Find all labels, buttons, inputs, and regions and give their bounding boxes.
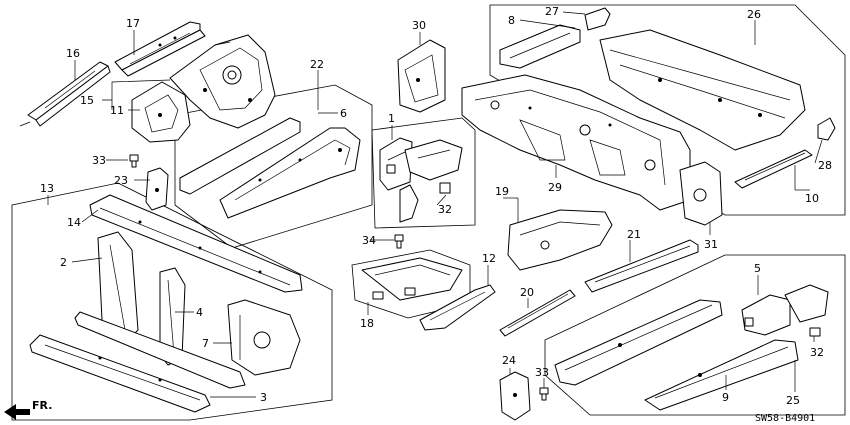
part-28-clip — [817, 117, 836, 141]
callout-27: 27 — [545, 5, 559, 18]
part-34-bolt — [394, 234, 404, 249]
callout-11: 11 — [110, 104, 124, 117]
callout-9: 9 — [722, 391, 729, 404]
callout-30: 30 — [412, 19, 426, 32]
group-box-26 — [489, 4, 846, 216]
front-label: FR. — [32, 399, 52, 412]
front-direction-indicator: FR. — [4, 399, 52, 420]
front-arrow-icon — [4, 404, 30, 420]
callout-17: 17 — [126, 17, 140, 30]
part-7-side-support — [227, 299, 301, 376]
callout-34: 34 — [362, 234, 376, 247]
callout-12: 12 — [482, 252, 496, 265]
callout-32-lower: 32 — [810, 346, 824, 359]
callout-4: 4 — [196, 306, 203, 319]
callout-25: 25 — [786, 394, 800, 407]
group-box-13 — [11, 182, 333, 421]
callout-7: 7 — [202, 337, 209, 350]
group-box-25 — [544, 254, 846, 416]
callout-19: 19 — [495, 185, 509, 198]
part-17-upper-rail — [114, 21, 206, 77]
part-21-rail — [584, 239, 699, 293]
group-box-22 — [174, 84, 373, 249]
callout-33-lower: 33 — [535, 366, 549, 379]
callout-23: 23 — [114, 174, 128, 187]
part-11-inner-panel — [131, 81, 191, 143]
part-29-dashboard — [461, 74, 691, 211]
callout-5: 5 — [754, 262, 761, 275]
callout-14: 14 — [67, 216, 81, 229]
callout-1: 1 — [388, 112, 395, 125]
part-23-bracket — [145, 167, 169, 211]
callout-29: 29 — [548, 181, 562, 194]
part-30-panel — [397, 39, 446, 113]
part-19-panel — [507, 209, 613, 271]
part-5-bracket — [741, 284, 829, 337]
callout-10: 10 — [805, 192, 819, 205]
part-33-bolt-lower — [539, 387, 549, 401]
part-33-bolt-upper — [129, 154, 139, 168]
leader-lines — [47, 11, 823, 398]
part-18-bracket — [361, 257, 463, 301]
part-26-cowl-top — [599, 29, 806, 151]
part-20-rail — [499, 289, 576, 337]
callout-labels: 1 2 3 4 5 6 7 8 9 10 11 12 13 14 15 16 1… — [40, 5, 832, 407]
group-box-1 — [371, 117, 476, 229]
callout-3: 3 — [260, 391, 267, 404]
part-8-cowl-side — [499, 24, 581, 69]
callout-2: 2 — [60, 256, 67, 269]
callout-20: 20 — [520, 286, 534, 299]
part-12-rail — [419, 284, 496, 331]
callout-8: 8 — [508, 14, 515, 27]
callout-33-upper: 33 — [92, 154, 106, 167]
part-1-bracket — [379, 137, 463, 223]
callout-26: 26 — [747, 8, 761, 21]
part-16-side-rail — [19, 61, 111, 127]
callout-24: 24 — [502, 354, 516, 367]
callout-18: 18 — [360, 317, 374, 330]
part-27-bracket — [584, 7, 611, 31]
callout-31: 31 — [704, 238, 718, 251]
part-14-upper-crossmember — [89, 194, 303, 293]
part-6-frame-rail — [179, 117, 361, 219]
part-3-lower-crossmember — [29, 311, 246, 413]
callout-13: 13 — [40, 182, 54, 195]
callout-15: 15 — [80, 94, 94, 107]
callout-32-upper: 32 — [438, 203, 452, 216]
callout-16: 16 — [66, 47, 80, 60]
part-15-wheelhouse — [169, 34, 276, 129]
part-10-strip — [734, 149, 813, 189]
callout-28: 28 — [818, 159, 832, 172]
diagram-code: SW58-B4901 — [755, 413, 815, 424]
callout-22: 22 — [310, 58, 324, 71]
callout-21: 21 — [627, 228, 641, 241]
part-31-side-panel — [679, 161, 723, 226]
callout-6: 6 — [340, 107, 347, 120]
part-24-bracket — [499, 371, 531, 421]
part-9-lower-frame — [554, 299, 799, 411]
